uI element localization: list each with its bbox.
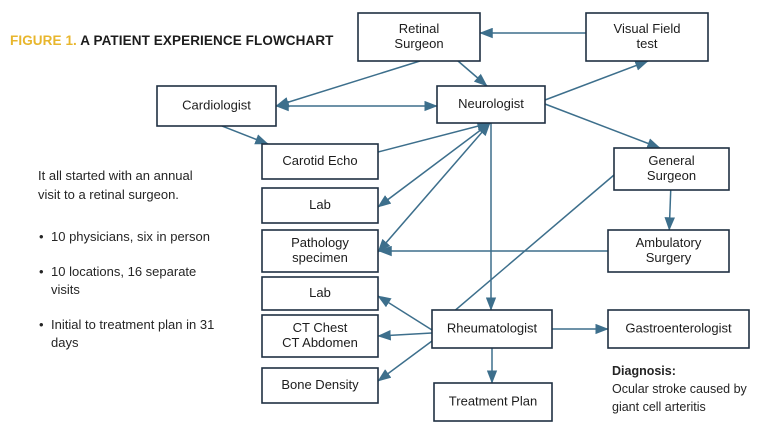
figure-number-label: FIGURE 1. — [10, 33, 77, 48]
node-box-carotid_echo[interactable] — [261, 143, 379, 180]
node-label-ct_chest_abdomen: CT Chest — [293, 320, 348, 335]
edge-rheumatologist-to-ct_chest_abdomen — [377, 330, 433, 341]
node-label-gastroenterologist: Gastroenterologist — [625, 320, 732, 335]
node-lab_upper[interactable]: Lab — [261, 187, 379, 224]
list-item: • Initial to treatment plan in 31 days — [38, 316, 228, 352]
node-label-general_surgeon: Surgeon — [647, 168, 696, 183]
intro-paragraph: It all started with an annual visit to a… — [38, 168, 193, 202]
list-item: • 10 physicians, six in person — [38, 228, 228, 246]
node-label-neurologist: Neurologist — [458, 96, 524, 111]
list-item-label: 10 locations, 16 separate visits — [51, 264, 197, 297]
bullet-dot-icon: • — [39, 229, 44, 244]
edge-general_surgeon-to-ambulatory_surgery — [664, 189, 675, 231]
node-label-carotid_echo: Carotid Echo — [282, 153, 357, 168]
node-label-cardiologist: Cardiologist — [182, 97, 251, 112]
node-lab_lower[interactable]: Lab — [261, 276, 379, 311]
edge-retinal_surgeon-to-neurologist — [457, 60, 488, 87]
edge-carotid_echo-to-neurologist — [377, 121, 491, 153]
node-label-ambulatory_surgery: Surgery — [646, 250, 692, 265]
node-label-retinal_surgeon: Retinal — [399, 21, 440, 36]
list-item: • 10 locations, 16 separate visits — [38, 263, 228, 299]
node-label-treatment_plan: Treatment Plan — [449, 393, 537, 408]
node-box-ambulatory_surgery[interactable] — [607, 229, 730, 273]
page-title: FIGURE 1. A PATIENT EXPERIENCE FLOWCHART — [10, 33, 334, 48]
node-carotid_echo[interactable]: Carotid Echo — [261, 143, 379, 180]
node-box-treatment_plan[interactable] — [433, 382, 553, 422]
edge-pathology_specimen-to-neurologist — [377, 122, 491, 253]
node-label-lab_upper: Lab — [309, 197, 331, 212]
node-box-cardiologist[interactable] — [156, 85, 277, 127]
diagnosis-heading: Diagnosis: — [612, 364, 676, 378]
node-box-retinal_surgeon[interactable] — [357, 12, 481, 62]
node-label-general_surgeon: General — [648, 153, 694, 168]
node-cardiologist[interactable]: Cardiologist — [156, 85, 277, 127]
edge-cardiologist-to-carotid_echo — [221, 125, 269, 145]
node-label-rheumatologist: Rheumatologist — [447, 320, 538, 335]
summary-bullet-list: • 10 physicians, six in person • 10 loca… — [38, 228, 228, 369]
node-label-pathology_specimen: Pathology — [291, 235, 349, 250]
node-box-lab_upper[interactable] — [261, 187, 379, 224]
diagnosis-text: Ocular stroke caused by giant cell arter… — [612, 382, 747, 414]
edge-rheumatologist-to-bone_density — [377, 340, 433, 382]
diagnosis-note: Diagnosis: Ocular stroke caused by giant… — [612, 362, 770, 416]
node-neurologist[interactable]: Neurologist — [436, 85, 546, 124]
node-rheumatologist[interactable]: Rheumatologist — [431, 309, 553, 349]
node-box-general_surgeon[interactable] — [613, 147, 730, 191]
node-box-bone_density[interactable] — [261, 367, 379, 404]
node-box-lab_lower[interactable] — [261, 276, 379, 311]
node-box-visual_field_test[interactable] — [585, 12, 709, 62]
node-label-lab_lower: Lab — [309, 285, 331, 300]
edge-rheumatologist-to-lab_lower — [377, 295, 433, 331]
bullet-dot-icon: • — [39, 317, 44, 332]
node-label-retinal_surgeon: Surgeon — [394, 36, 443, 51]
node-label-ambulatory_surgery: Ambulatory — [636, 235, 702, 250]
node-label-visual_field_test: Visual Field — [614, 21, 681, 36]
node-box-ct_chest_abdomen[interactable] — [261, 314, 379, 358]
edge-neurologist-to-visual_field_test — [544, 60, 649, 101]
node-box-neurologist[interactable] — [436, 85, 546, 124]
node-box-pathology_specimen[interactable] — [261, 229, 379, 273]
list-item-label: Initial to treatment plan in 31 days — [51, 317, 215, 350]
edge-neurologist-to-general_surgeon — [544, 103, 661, 149]
node-box-rheumatologist[interactable] — [431, 309, 553, 349]
list-item-label: 10 physicians, six in person — [51, 229, 210, 244]
edge-retinal_surgeon-to-cardiologist — [275, 60, 421, 108]
bullet-dot-icon: • — [39, 264, 44, 279]
node-treatment_plan[interactable]: Treatment Plan — [433, 382, 553, 422]
node-box-gastroenterologist[interactable] — [607, 309, 750, 349]
node-label-pathology_specimen: specimen — [292, 250, 348, 265]
node-label-visual_field_test: test — [637, 36, 658, 51]
edge-neurologist-to-lab_upper — [377, 122, 491, 208]
node-label-ct_chest_abdomen: CT Abdomen — [282, 335, 358, 350]
edge-general_surgeon-to-rheumatologist — [431, 174, 615, 331]
node-bone_density[interactable]: Bone Density — [261, 367, 379, 404]
figure-title-text: A PATIENT EXPERIENCE FLOWCHART — [80, 33, 334, 48]
node-label-bone_density: Bone Density — [281, 377, 359, 392]
node-gastroenterologist[interactable]: Gastroenterologist — [607, 309, 750, 349]
edge-layer — [221, 27, 675, 384]
